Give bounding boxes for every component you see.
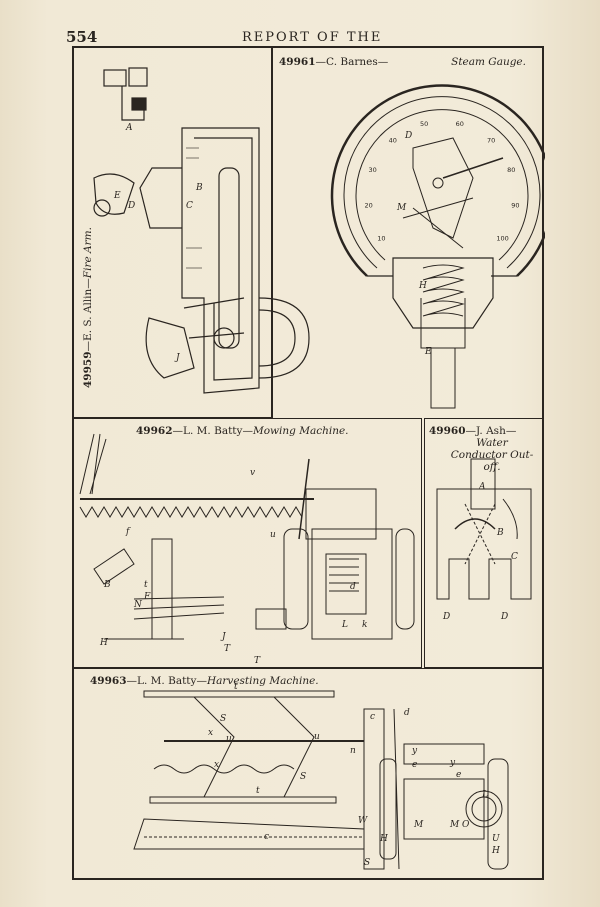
mower-label: v: [250, 468, 255, 478]
harvester-label: S: [300, 772, 306, 782]
caption-water-conductor-title: Water Conductor Out-off.: [450, 437, 534, 473]
harvester-label: H: [491, 846, 500, 856]
harvester-label: t: [256, 786, 260, 796]
harvester-label: H: [379, 834, 388, 844]
harvester-label: y: [411, 746, 418, 756]
gauge-scale-number: 100: [496, 234, 508, 242]
mower-label: d: [350, 582, 356, 592]
harvester-label: u: [314, 732, 320, 742]
harvester-label: S: [364, 858, 370, 868]
panel-harvesting-machine: 49963—L. M. Batty—Harvesting Machine.: [74, 668, 544, 880]
gauge-scale-number: 10: [377, 234, 385, 242]
mower-label: H: [99, 638, 108, 648]
gauge-scale-number: 20: [364, 201, 372, 209]
harvester-label: e: [456, 770, 461, 780]
panel-water-conductor: 49960—J. Ash— Water Conductor Out-off. A…: [424, 418, 544, 668]
mower-label: t: [144, 580, 148, 590]
harvester-label: c: [370, 712, 375, 722]
harvester-label: S: [220, 714, 226, 724]
conductor-label: D: [442, 612, 450, 622]
panel-fire-arm: 49959—E. S. Allin—Fire Arm.: [74, 48, 310, 418]
caption-harvesting-machine: 49963—L. M. Batty—Harvesting Machine.: [90, 675, 319, 687]
water-conductor-illustration: A B C D D: [436, 458, 532, 622]
mower-label: J: [220, 632, 227, 642]
harvester-label: t: [234, 682, 238, 692]
harvester-label: u: [226, 734, 232, 744]
mower-label: u: [270, 530, 276, 540]
label-fire-arm-d: D: [127, 201, 135, 211]
gauge-scale-number: 60: [456, 120, 464, 128]
gauge-scale-number: 30: [369, 166, 377, 174]
harvester-label: W: [358, 816, 368, 826]
gauge-scale-number: 40: [389, 137, 397, 145]
harvester-label: L: [481, 790, 488, 800]
harvester-label: c: [264, 832, 269, 842]
plate-frame: 49959—E. S. Allin—Fire Arm.: [72, 46, 545, 880]
gauge-scale: 10 20 30 40 50 60 70 80 90 100: [364, 120, 519, 242]
mower-label: F: [143, 592, 151, 602]
caption-steam-gauge-title: Steam Gauge.: [451, 56, 526, 68]
mower-label: T: [254, 656, 261, 666]
panel-steam-gauge: 49961—C. Barnes— Steam Gauge.: [272, 48, 545, 418]
mower-label: L: [341, 620, 348, 630]
fire-arm-illustration: A C D E B J: [93, 67, 310, 394]
label-fire-arm-b: B: [195, 183, 203, 193]
harvester-label: x: [214, 760, 219, 770]
mower-label: f: [125, 527, 131, 537]
harvester-label: U: [492, 834, 500, 844]
label-gauge-m: M: [396, 203, 407, 213]
page-number: 554: [66, 28, 98, 46]
label-fire-arm-j: J: [174, 353, 181, 363]
label-gauge-e: E: [424, 347, 432, 357]
conductor-label: C: [511, 552, 518, 562]
gauge-scale-number: 90: [511, 201, 519, 209]
caption-water-conductor: 49960—J. Ash—: [429, 425, 517, 437]
harvester-label: y: [449, 758, 456, 768]
conductor-labels: A B C D D: [442, 482, 518, 622]
label-fire-arm-c: C: [186, 201, 193, 211]
conductor-label: B: [496, 528, 504, 538]
gauge-scale-number: 80: [507, 166, 515, 174]
harvester-label: O: [462, 820, 470, 830]
mower-label: T: [224, 644, 231, 654]
mower-label: B: [103, 580, 111, 590]
mower-label: N: [133, 600, 143, 610]
steam-gauge-illustration: 10 20 30 40 50 60 70 80 90 100 D M H E: [330, 84, 545, 409]
harvester-label: M: [413, 820, 424, 830]
gauge-scale-number: 50: [420, 120, 428, 128]
running-head: REPORT OF THE: [242, 30, 383, 45]
harvester-label: e: [412, 760, 417, 770]
harvester-label: d: [404, 708, 410, 718]
mower-label: k: [362, 620, 367, 630]
harvester-label: M: [449, 820, 460, 830]
label-fire-arm-a: A: [125, 123, 133, 133]
gauge-scale-number: 70: [487, 137, 495, 145]
conductor-label: D: [500, 612, 508, 622]
harvester-label: n: [350, 746, 356, 756]
harvester-label: x: [208, 728, 213, 738]
conductor-label: A: [478, 482, 486, 492]
page-header: 554 REPORT OF THE: [66, 28, 546, 48]
label-fire-arm-e: E: [113, 191, 121, 201]
panel-mowing-machine: 49962—L. M. Batty—Mowing Machine.: [74, 418, 422, 668]
caption-mowing-machine: 49962—L. M. Batty—Mowing Machine.: [136, 425, 349, 437]
label-gauge-h: H: [418, 281, 427, 291]
label-gauge-d: D: [404, 131, 412, 141]
caption-steam-gauge: 49961—C. Barnes—: [279, 56, 389, 68]
